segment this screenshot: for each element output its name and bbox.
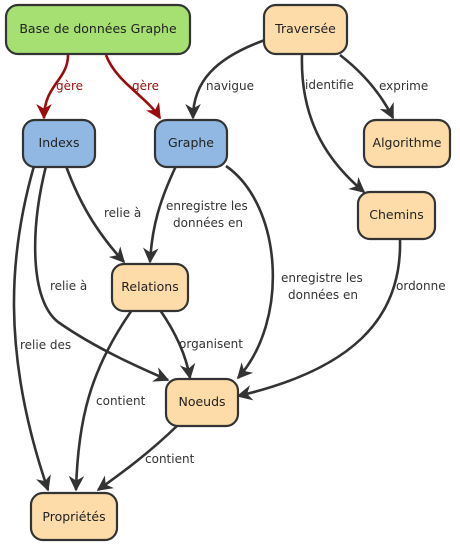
node-noeuds-label: Noeuds xyxy=(178,394,225,409)
node-proprietes: Propriétés xyxy=(29,491,119,542)
label-contient-noeuds: contient xyxy=(145,452,195,466)
node-traversee: Traversée xyxy=(262,3,349,56)
node-relations: Relations xyxy=(110,262,190,313)
edge-relations-proprietes xyxy=(68,309,134,492)
label-relie-a-noeuds: relie à xyxy=(50,279,87,293)
edge-navigue xyxy=(185,38,266,120)
edge-indexs-noeuds xyxy=(33,165,170,382)
label-gere-indexs: gère xyxy=(56,79,83,93)
label-enregistre-relations-line1: enregistre les xyxy=(166,199,248,213)
edge-indexs-proprietes xyxy=(12,165,51,492)
node-base-de-donnees-graphe-label: Base de données Graphe xyxy=(19,21,177,36)
node-noeuds: Noeuds xyxy=(164,377,240,428)
label-relie-a-relations: relie à xyxy=(104,206,141,220)
node-relations-label: Relations xyxy=(121,279,178,294)
node-algorithme-label: Algorithme xyxy=(373,135,442,150)
edge-chemins-noeuds xyxy=(236,239,402,401)
node-chemins-label: Chemins xyxy=(369,207,423,222)
edge-gere-indexs xyxy=(36,54,70,120)
edge-exprime xyxy=(339,53,395,120)
node-traversee-label: Traversée xyxy=(274,21,336,36)
edge-identifie xyxy=(300,54,366,194)
label-enregistre-noeuds-line2: données en xyxy=(288,288,358,302)
node-indexs-label: Indexs xyxy=(39,135,80,150)
label-organisent: organisent xyxy=(179,337,243,351)
label-enregistre-relations-line2: données en xyxy=(173,216,243,230)
node-chemins: Chemins xyxy=(356,190,437,241)
label-exprime: exprime xyxy=(379,79,428,93)
edge-relations-noeuds xyxy=(158,309,196,380)
label-enregistre-noeuds-line1: enregistre les xyxy=(281,271,363,285)
label-identifie: identifie xyxy=(305,78,354,92)
node-base-de-donnees-graphe: Base de données Graphe xyxy=(4,3,192,56)
label-gere-graphe: gère xyxy=(132,79,159,93)
node-algorithme: Algorithme xyxy=(362,118,452,169)
node-graphe-label: Graphe xyxy=(168,135,214,150)
node-graphe: Graphe xyxy=(153,118,229,169)
label-ordonne: ordonne xyxy=(396,279,446,293)
edge-graphe-relations xyxy=(142,165,178,264)
label-navigue: navigue xyxy=(206,79,254,93)
edge-noeuds-proprietes xyxy=(96,424,179,492)
label-contient-relations: contient xyxy=(96,394,146,408)
label-relie-des: relie des xyxy=(20,338,71,352)
edge-gere-graphe xyxy=(104,54,162,120)
edge-graphe-noeuds xyxy=(225,164,275,380)
node-indexs: Indexs xyxy=(21,118,97,169)
edge-indexs-relations xyxy=(64,165,126,264)
node-proprietes-label: Propriétés xyxy=(42,509,105,524)
